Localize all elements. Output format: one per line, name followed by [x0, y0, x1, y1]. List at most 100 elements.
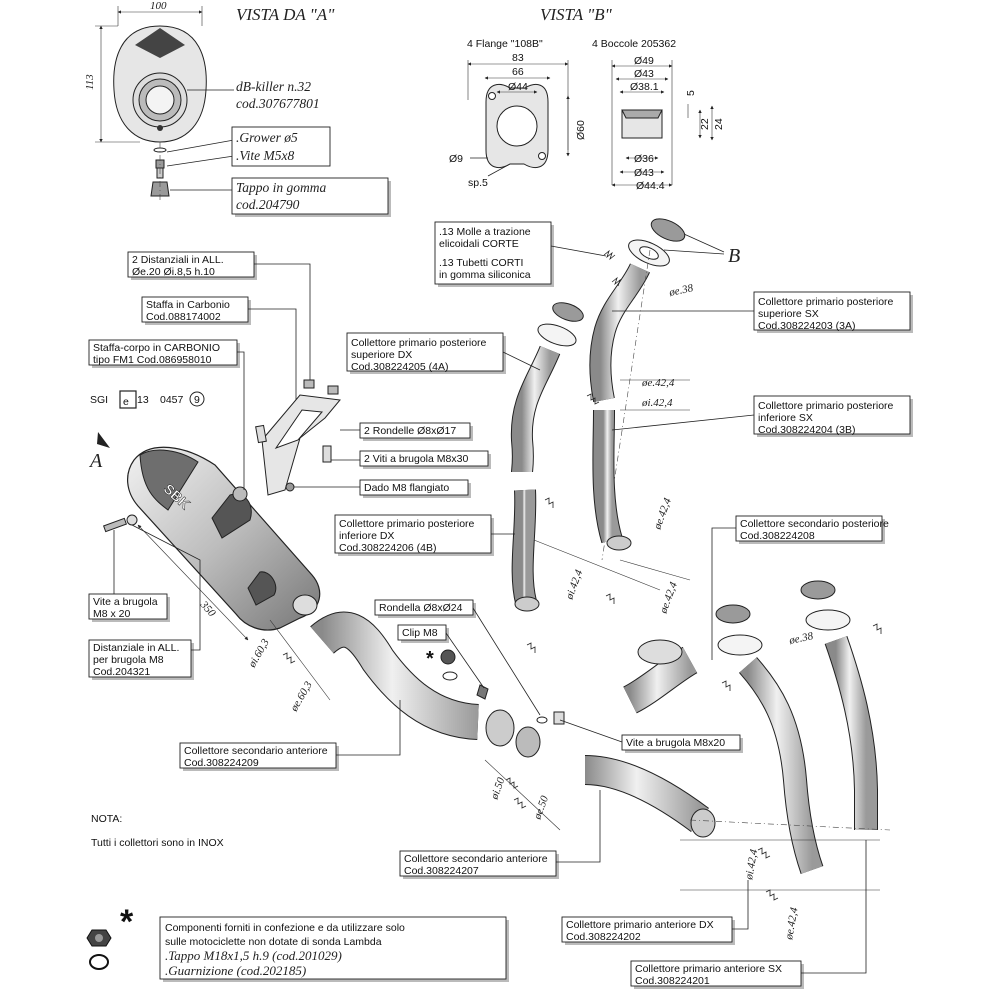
viti-line-1: 2 Viti a brugola M8x30 [364, 453, 468, 465]
coll-prim-dx-line-2: Cod.308224202 [566, 931, 641, 943]
dbkiller-label-1: dB-killer n.32 [236, 79, 311, 94]
callout-coll-sec-ant-2 [399, 850, 557, 877]
callout-coll-4a [346, 332, 504, 372]
vite-m8x20-line-2: M8 x 20 [93, 608, 131, 620]
rondella-line-1: Rondella Ø8xØ24 [379, 602, 463, 614]
view-a-height: 113 [84, 74, 96, 90]
flange-dim-9: Ø9 [449, 153, 463, 165]
homologation-number: 13 [137, 394, 149, 406]
vite-label: .Vite M5x8 [236, 148, 294, 163]
flange-dim-83: 83 [512, 52, 524, 64]
callout-rondelle [359, 422, 471, 439]
coll-sec-ant-1-line-2: Cod.308224209 [184, 757, 259, 769]
distanziale-line-3: Cod.204321 [93, 666, 150, 678]
coll-sec-ant-2-line-2: Cod.308224207 [404, 865, 479, 877]
bushing-title: 4 Boccole 205362 [592, 38, 676, 50]
flange-dim-60: Ø60 [575, 120, 587, 140]
bushing-dim-22: 22 [699, 118, 711, 130]
callout-clip [397, 624, 447, 641]
kit-box: * Componenti forniti in confezione e da … [86, 903, 509, 982]
callout-staffa-corpo [88, 339, 238, 366]
kit-marker-star: * [426, 648, 434, 670]
dim-e424-a: øe.42,4 [641, 377, 675, 389]
dim-i424-c: øi.42,4 [743, 848, 760, 882]
rear-collectors: B øe.38 øe.42,4 øi.42,4 [510, 218, 740, 616]
bushing-dim-5: 5 [685, 90, 697, 96]
flange-title: 4 Flange "108B" [467, 38, 543, 50]
distanziali-line-2: Øe.20 Øi.8,5 h.10 [132, 266, 215, 278]
dim-e424-b: øe.42,4 [651, 496, 674, 532]
callout-coll-4b [334, 514, 492, 554]
callout-distanziali [127, 251, 255, 278]
rondelle-line-1: 2 Rondelle Ø8xØ17 [364, 425, 456, 437]
distanziali-line-1: 2 Distanziali in ALL. [132, 254, 224, 266]
dim-i424-b: øi.42,4 [563, 568, 585, 602]
staffa-line-1: Staffa in Carbonio [146, 299, 230, 311]
coll-3b-line-3: Cod.308224204 (3B) [758, 424, 856, 436]
view-b: VISTA "B" 4 Flange "108B" 4 Boccole 2053… [449, 5, 725, 192]
clip-line-1: Clip M8 [402, 627, 438, 639]
callout-vite-brugola [621, 734, 741, 751]
coll-sec-post-line-2: Cod.308224208 [740, 530, 815, 542]
kit-line-4: .Guarnizione (cod.202185) [165, 963, 306, 978]
nota-text: Tutti i collettori sono in INOX [91, 837, 224, 849]
homologation-mark: e [123, 396, 129, 408]
callout-distanziale [88, 639, 192, 678]
vite-m8x20-line-1: Vite a brugola [93, 596, 158, 608]
distanziale-line-1: Distanziale in ALL. [93, 642, 179, 654]
flange-dim-44: Ø44 [508, 81, 528, 93]
bushing-dim-49: Ø49 [634, 55, 654, 67]
coll-prim-sx-line-2: Cod.308224201 [635, 975, 710, 987]
kit-line-3: .Tappo M18x1,5 h.9 (cod.201029) [165, 948, 342, 963]
callout-molle [434, 221, 552, 285]
spring [603, 249, 616, 261]
callout-coll-prim-dx [561, 916, 733, 943]
silencer-assembly: A SBK 350 SGI e 13 0457 9 [88, 379, 341, 641]
rubber-plug [150, 181, 170, 197]
homologation-code: 0457 [160, 394, 184, 406]
coll-sec-post-line-1: Collettore secondario posteriore [740, 518, 889, 530]
callout-coll-3b [753, 395, 911, 435]
coll-4a-line-2: superiore DX [351, 349, 412, 361]
coll-4b-line-1: Collettore primario posteriore [339, 518, 475, 530]
callouts: .13 Molle a trazione elicoidali CORTE .1… [88, 221, 913, 989]
grower-label: .Grower ø5 [236, 130, 298, 145]
callout-coll-sec-post [735, 515, 883, 542]
vite-brugola-line-1: Vite a brugola M8x20 [626, 737, 725, 749]
flange-dim-sp5: sp.5 [468, 177, 488, 189]
nota-title: NOTA: [91, 813, 122, 825]
staffa-corpo-line-2: tipo FM1 Cod.086958010 [93, 354, 212, 366]
callout-rondella [374, 599, 474, 616]
coll-prim-dx-line-1: Collettore primario anteriore DX [566, 919, 714, 931]
dbkiller-label-2: cod.307677801 [236, 96, 320, 111]
callout-vite-m8x20 [88, 593, 168, 620]
molle-line-4: in gomma siliconica [439, 269, 531, 281]
front-collectors: * øi.60,3 øe.60,3 øi.50 øe.50 øe.38 øi.4… [246, 580, 891, 942]
grower-box [231, 126, 331, 167]
tappo-label-2: cod.204790 [236, 197, 300, 212]
dim-e50: øe.50 [531, 794, 551, 822]
bushing-dim-43b: Ø43 [634, 167, 654, 179]
kit-panel [159, 916, 507, 980]
nota: NOTA: Tutti i collettori sono in INOX [91, 813, 224, 849]
silencer-endcap [139, 449, 199, 511]
molle-line-2: elicoidali CORTE [439, 238, 519, 250]
callout-coll-sec-ant-1 [179, 742, 337, 769]
homologation-circled: 9 [194, 394, 200, 406]
bushing-dim-24: 24 [713, 118, 725, 130]
carbon-bracket [261, 394, 341, 496]
dim-i424-a: øi.42,4 [641, 397, 673, 409]
end-cap-logo-plate [135, 28, 185, 58]
view-a-title: VISTA DA "A" [236, 5, 335, 24]
tappo-label-1: Tappo in gomma [236, 180, 327, 195]
coll-3b-line-1: Collettore primario posteriore [758, 400, 894, 412]
view-b-title: VISTA "B" [540, 5, 613, 24]
dim-i50: øi.50 [488, 775, 507, 801]
dim-e603: øe.60,3 [288, 679, 315, 714]
coll-sec-ant-1-line-1: Collettore secondario anteriore [184, 745, 328, 757]
coll-4a-line-1: Collettore primario posteriore [351, 337, 487, 349]
callout-coll-prim-sx [630, 960, 802, 987]
view-a: VISTA DA "A" 100 113 dB-killer n.32 cod.… [84, 0, 391, 217]
coll-4b-line-3: Cod.308224206 (4B) [339, 542, 437, 554]
